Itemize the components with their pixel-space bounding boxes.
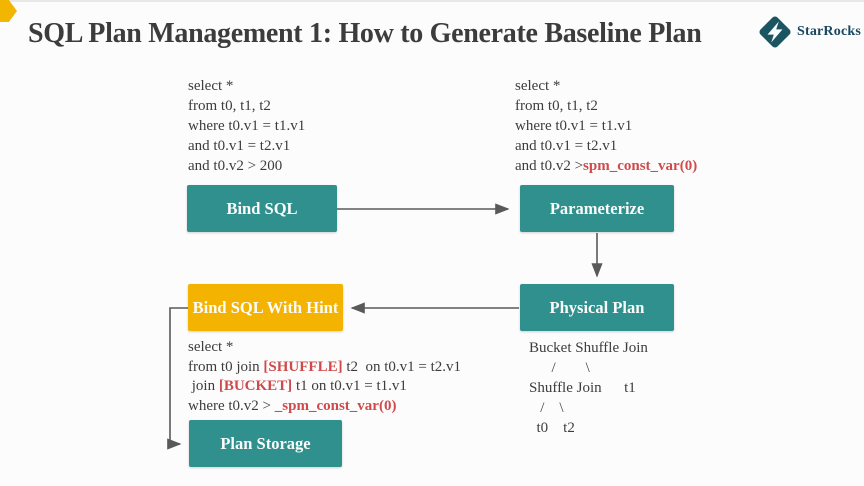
sql-line: and t0.v2 > 200 [188, 158, 283, 174]
sql-line: select * [188, 339, 234, 355]
node-physical-plan: Physical Plan [520, 284, 674, 331]
arrow-bindhint-to-planstorage [167, 307, 188, 450]
tree-line: t0 t2 [529, 420, 575, 436]
tree-line: / \ [529, 360, 590, 376]
sql-line: where t0.v2 > _spm_const_var(0) [188, 397, 461, 417]
tree-line: Shuffle Join t1 [529, 380, 636, 396]
node-parameterize: Parameterize [520, 185, 674, 232]
sql-line: and t0.v2 >spm_const_var(0) [515, 156, 697, 176]
sql-line: from t0, t1, t2 [188, 98, 271, 114]
sql-line: where t0.v1 = t1.v1 [515, 118, 633, 134]
spm-const-var-highlight: spm_const_var(0) [583, 158, 698, 174]
sql-text: t1 on t0.v1 = t1.v1 [292, 378, 407, 394]
sql-line: select * [188, 78, 234, 94]
sql-original-block: select * from t0, t1, t2 where t0.v1 = t… [188, 76, 305, 176]
node-plan-storage: Plan Storage [189, 420, 342, 467]
node-bind-sql: Bind SQL [187, 185, 337, 232]
sql-line: and t0.v1 = t2.v1 [515, 138, 618, 154]
top-divider [0, 0, 864, 2]
starrocks-logo-icon [759, 16, 791, 48]
sql-text: where t0.v2 > [188, 397, 275, 414]
sql-line: and t0.v1 = t2.v1 [188, 138, 291, 154]
shuffle-hint-highlight: [SHUFFLE] [263, 358, 343, 375]
title-bullet-icon [0, 0, 17, 22]
sql-text: join [188, 378, 219, 394]
bucket-hint-highlight: [BUCKET] [218, 378, 293, 394]
sql-text: and t0.v2 > [515, 158, 584, 174]
physical-plan-tree: Bucket Shuffle Join / \ Shuffle Join t1 … [529, 338, 648, 438]
sql-line: select * [515, 78, 561, 94]
starrocks-logo: StarRocks [755, 12, 861, 52]
node-bind-sql-with-hint: Bind SQL With Hint [188, 284, 343, 331]
starrocks-logo-text: StarRocks [796, 24, 861, 39]
sql-line: from t0, t1, t2 [515, 98, 598, 114]
sql-line: where t0.v1 = t1.v1 [188, 118, 306, 134]
sql-hint-block: select * from t0 join [SHUFFLE] t2 on t0… [188, 338, 461, 416]
sql-line: from t0 join [SHUFFLE] t2 on t0.v1 = t2.… [188, 358, 461, 378]
sql-text: t2 on t0.v1 = t2.v1 [342, 358, 462, 375]
sql-text: from t0 join [188, 358, 264, 375]
page-title: SQL Plan Management 1: How to Generate B… [28, 18, 702, 49]
spm-const-var-highlight: _spm_const_var(0) [274, 397, 397, 414]
sql-line: join [BUCKET] t1 on t0.v1 = t1.v1 [188, 377, 461, 397]
tree-line: Bucket Shuffle Join [529, 340, 648, 356]
tree-line: / \ [529, 400, 564, 416]
sql-parameterized-block: select * from t0, t1, t2 where t0.v1 = t… [515, 76, 697, 176]
